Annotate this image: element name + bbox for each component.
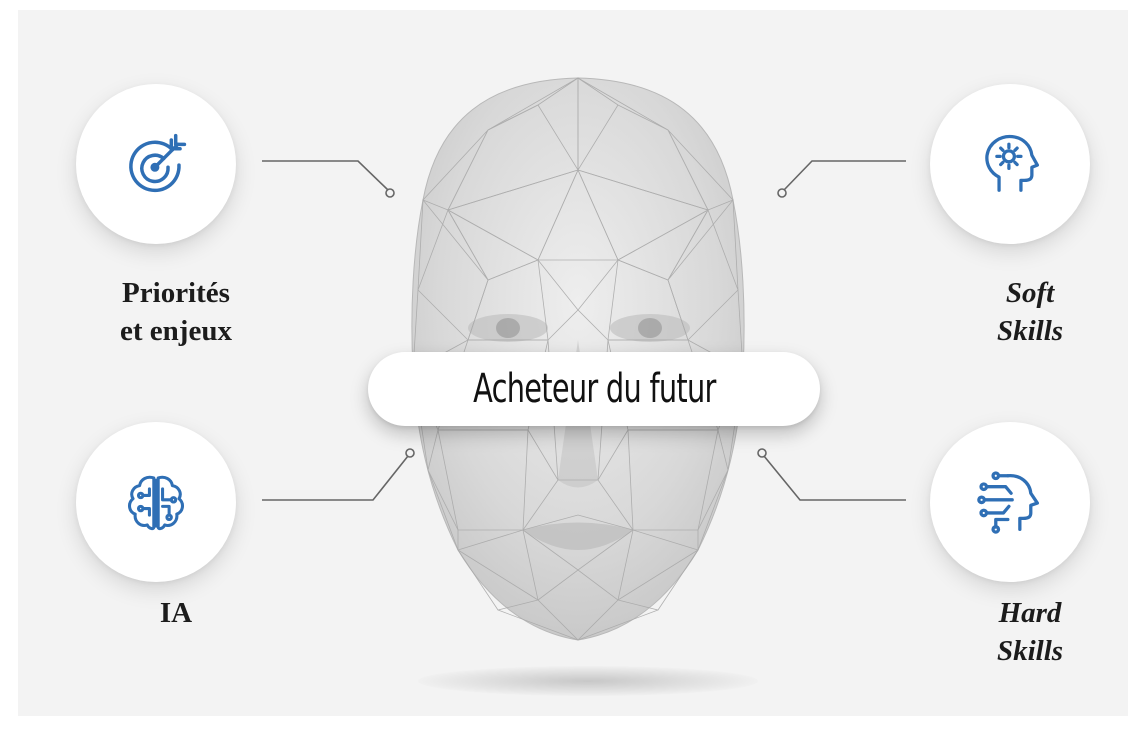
connector-priorities bbox=[262, 160, 389, 191]
label-ia-line1: IA bbox=[159, 597, 193, 629]
brain-circuit-icon bbox=[128, 475, 184, 531]
diagram-title: Acheteur du futur bbox=[472, 366, 716, 412]
connector-dot bbox=[757, 448, 767, 458]
label-priorities-line2: et enjeux bbox=[120, 315, 232, 347]
face-mesh bbox=[412, 77, 744, 641]
priorities-icon-circle[interactable] bbox=[76, 84, 236, 244]
label-soft-skills: Soft Skills bbox=[930, 274, 1128, 350]
title-pill: Acheteur du futur bbox=[368, 352, 820, 426]
face-floor-shadow bbox=[418, 666, 758, 696]
connector-dot bbox=[385, 188, 395, 198]
label-hard-line1: Hard bbox=[998, 597, 1062, 629]
head-circuit-icon bbox=[977, 471, 1039, 534]
label-soft-line1: Soft bbox=[1005, 277, 1055, 309]
label-hard-line2: Skills bbox=[996, 635, 1064, 667]
infographic-canvas: Priorités et enjeux IA bbox=[18, 10, 1128, 716]
connector-ia bbox=[262, 455, 409, 501]
connector-hard bbox=[763, 455, 906, 501]
connector-lines bbox=[262, 160, 906, 501]
connector-dot bbox=[405, 448, 415, 458]
label-priorities-line1: Priorités bbox=[122, 277, 230, 309]
label-soft-line2: Skills bbox=[996, 315, 1064, 347]
label-hard-skills: Hard Skills bbox=[930, 594, 1128, 670]
hard-skills-icon-circle[interactable] bbox=[930, 422, 1090, 582]
ia-icon-circle[interactable] bbox=[76, 422, 236, 582]
label-ia: IA bbox=[76, 594, 276, 632]
head-gear-icon bbox=[985, 134, 1039, 192]
mouth-shading bbox=[523, 522, 633, 550]
target-icon bbox=[129, 133, 187, 193]
label-priorities: Priorités et enjeux bbox=[76, 274, 276, 350]
soft-skills-icon-circle[interactable] bbox=[930, 84, 1090, 244]
connector-soft bbox=[783, 160, 906, 191]
connector-dot bbox=[777, 188, 787, 198]
